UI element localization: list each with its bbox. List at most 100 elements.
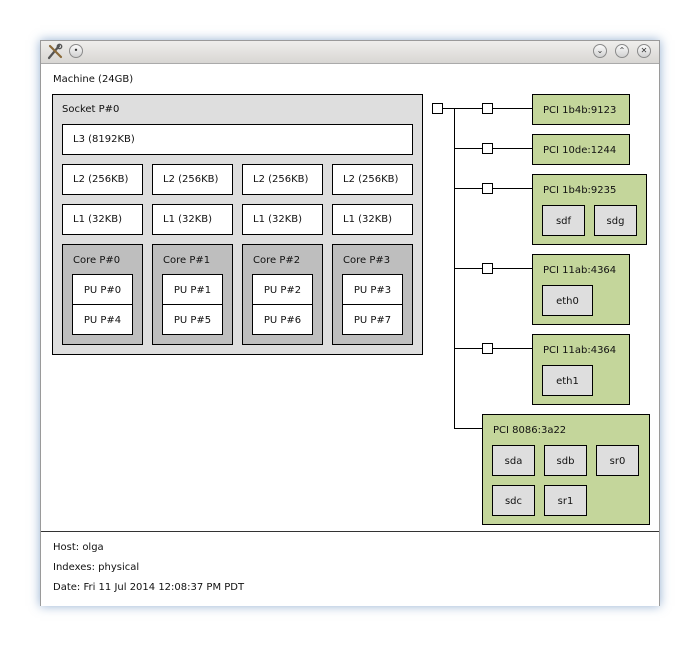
topology-canvas: Machine (24GB) Socket P#0 L3 (8192KB) L2… (41, 64, 659, 530)
pci-bridge-square (482, 183, 493, 194)
l2-cache-box: L2 (256KB) (332, 164, 413, 195)
l1-cache-label: L1 (32KB) (163, 214, 213, 225)
network-device-label: eth1 (556, 376, 579, 387)
pci-device-label: PCI 10de:1244 (543, 145, 617, 156)
block-device-box: sr0 (596, 445, 639, 476)
pci-bridge-square (482, 343, 493, 354)
pci-bridge-square (482, 143, 493, 154)
l2-cache-box: L2 (256KB) (242, 164, 323, 195)
l1-cache-box: L1 (32KB) (332, 204, 413, 235)
l3-cache-box: L3 (8192KB) (62, 124, 413, 155)
title-bar: • ⌄ ⌃ ✕ (41, 41, 659, 64)
pci-device-label: PCI 8086:3a22 (493, 425, 567, 436)
core-box: Core P#2 PU P#2 PU P#6 (242, 244, 323, 345)
block-device-box: sdf (542, 205, 585, 236)
pci-device-box: PCI 11ab:4364 eth0 (532, 254, 630, 325)
pci-device-label: PCI 1b4b:9235 (543, 185, 617, 196)
core-box: Core P#3 PU P#3 PU P#7 (332, 244, 413, 345)
network-device-box: eth0 (542, 285, 593, 316)
l2-cache-box: L2 (256KB) (62, 164, 143, 195)
pu-label: PU P#7 (353, 315, 392, 326)
pu-box: PU P#0 (72, 274, 133, 305)
l1-cache-box: L1 (32KB) (152, 204, 233, 235)
pci-device-box: PCI 11ab:4364 eth1 (532, 334, 630, 405)
pci-link (492, 348, 532, 349)
l1-cache-label: L1 (32KB) (253, 214, 303, 225)
pci-device-label: PCI 11ab:4364 (543, 345, 617, 356)
l2-cache-box: L2 (256KB) (152, 164, 233, 195)
chevron-up-icon[interactable]: ⌃ (615, 44, 629, 58)
pu-label: PU P#3 (353, 285, 392, 296)
pci-device-box: PCI 1b4b:9123 (532, 94, 630, 125)
bus-link (442, 108, 482, 109)
pu-box: PU P#3 (342, 274, 403, 305)
pu-label: PU P#2 (263, 285, 302, 296)
core-box: Core P#1 PU P#1 PU P#5 (152, 244, 233, 345)
pu-box: PU P#1 (162, 274, 223, 305)
network-device-label: eth0 (556, 296, 579, 307)
pu-box: PU P#7 (342, 304, 403, 335)
core-label: Core P#2 (253, 255, 301, 266)
bus-branch (454, 148, 482, 149)
network-device-box: eth1 (542, 365, 593, 396)
circle-menu-icon[interactable]: • (69, 44, 83, 58)
pu-label: PU P#0 (83, 285, 122, 296)
pu-box: PU P#2 (252, 274, 313, 305)
block-device-box: sdc (492, 485, 535, 516)
l3-cache-label: L3 (8192KB) (73, 134, 135, 145)
block-device-label: sr1 (557, 496, 574, 507)
bus-branch (454, 268, 482, 269)
l1-cache-box: L1 (32KB) (62, 204, 143, 235)
block-device-label: sdb (556, 456, 575, 467)
pci-link (492, 148, 532, 149)
pu-label: PU P#4 (83, 315, 122, 326)
core-box: Core P#0 PU P#0 PU P#4 (62, 244, 143, 345)
indexes-label: Indexes: physical (53, 562, 140, 573)
block-device-label: sda (504, 456, 523, 467)
block-device-box: sdg (594, 205, 637, 236)
lstopo-window: • ⌄ ⌃ ✕ Machine (24GB) Socket P#0 L3 (81… (40, 40, 660, 606)
pu-label: PU P#6 (263, 315, 302, 326)
l1-cache-box: L1 (32KB) (242, 204, 323, 235)
bus-branch (454, 188, 482, 189)
block-device-label: sdg (606, 216, 625, 227)
pci-device-box: PCI 8086:3a22 sda sdb sr0 sdc sr1 (482, 414, 650, 525)
l1-cache-label: L1 (32KB) (73, 214, 123, 225)
block-device-label: sdc (504, 496, 523, 507)
core-label: Core P#3 (343, 255, 391, 266)
pu-label: PU P#5 (173, 315, 212, 326)
block-device-box: sr1 (544, 485, 587, 516)
pu-box: PU P#5 (162, 304, 223, 335)
pci-bridge-square (482, 263, 493, 274)
core-label: Core P#1 (163, 255, 211, 266)
info-footer: Host: olga Indexes: physical Date: Fri 1… (41, 531, 659, 606)
host-label: Host: olga (53, 542, 104, 553)
pci-link (492, 188, 532, 189)
pci-device-label: PCI 1b4b:9123 (543, 105, 617, 116)
date-label: Date: Fri 11 Jul 2014 12:08:37 PM PDT (53, 582, 245, 593)
chevron-down-icon[interactable]: ⌄ (593, 44, 607, 58)
pci-link (492, 268, 532, 269)
pci-bridge-square (482, 103, 493, 114)
pci-device-label: PCI 11ab:4364 (543, 265, 617, 276)
pci-device-box: PCI 1b4b:9235 sdf sdg (532, 174, 647, 245)
pu-box: PU P#6 (252, 304, 313, 335)
bus-branch (454, 348, 482, 349)
socket-box: Socket P#0 L3 (8192KB) L2 (256KB) L2 (25… (52, 94, 423, 355)
tools-icon[interactable] (46, 43, 64, 61)
socket-label: Socket P#0 (62, 104, 120, 115)
pu-box: PU P#4 (72, 304, 133, 335)
l2-cache-label: L2 (256KB) (73, 174, 129, 185)
block-device-label: sdf (555, 216, 572, 227)
block-device-box: sda (492, 445, 535, 476)
l1-cache-label: L1 (32KB) (343, 214, 393, 225)
l2-cache-label: L2 (256KB) (343, 174, 399, 185)
pu-label: PU P#1 (173, 285, 212, 296)
l2-cache-label: L2 (256KB) (163, 174, 219, 185)
machine-label: Machine (24GB) (53, 74, 134, 85)
block-device-box: sdb (544, 445, 587, 476)
core-label: Core P#0 (73, 255, 121, 266)
host-bridge-square (432, 103, 443, 114)
close-icon[interactable]: ✕ (637, 44, 651, 58)
bus-branch (454, 428, 482, 429)
